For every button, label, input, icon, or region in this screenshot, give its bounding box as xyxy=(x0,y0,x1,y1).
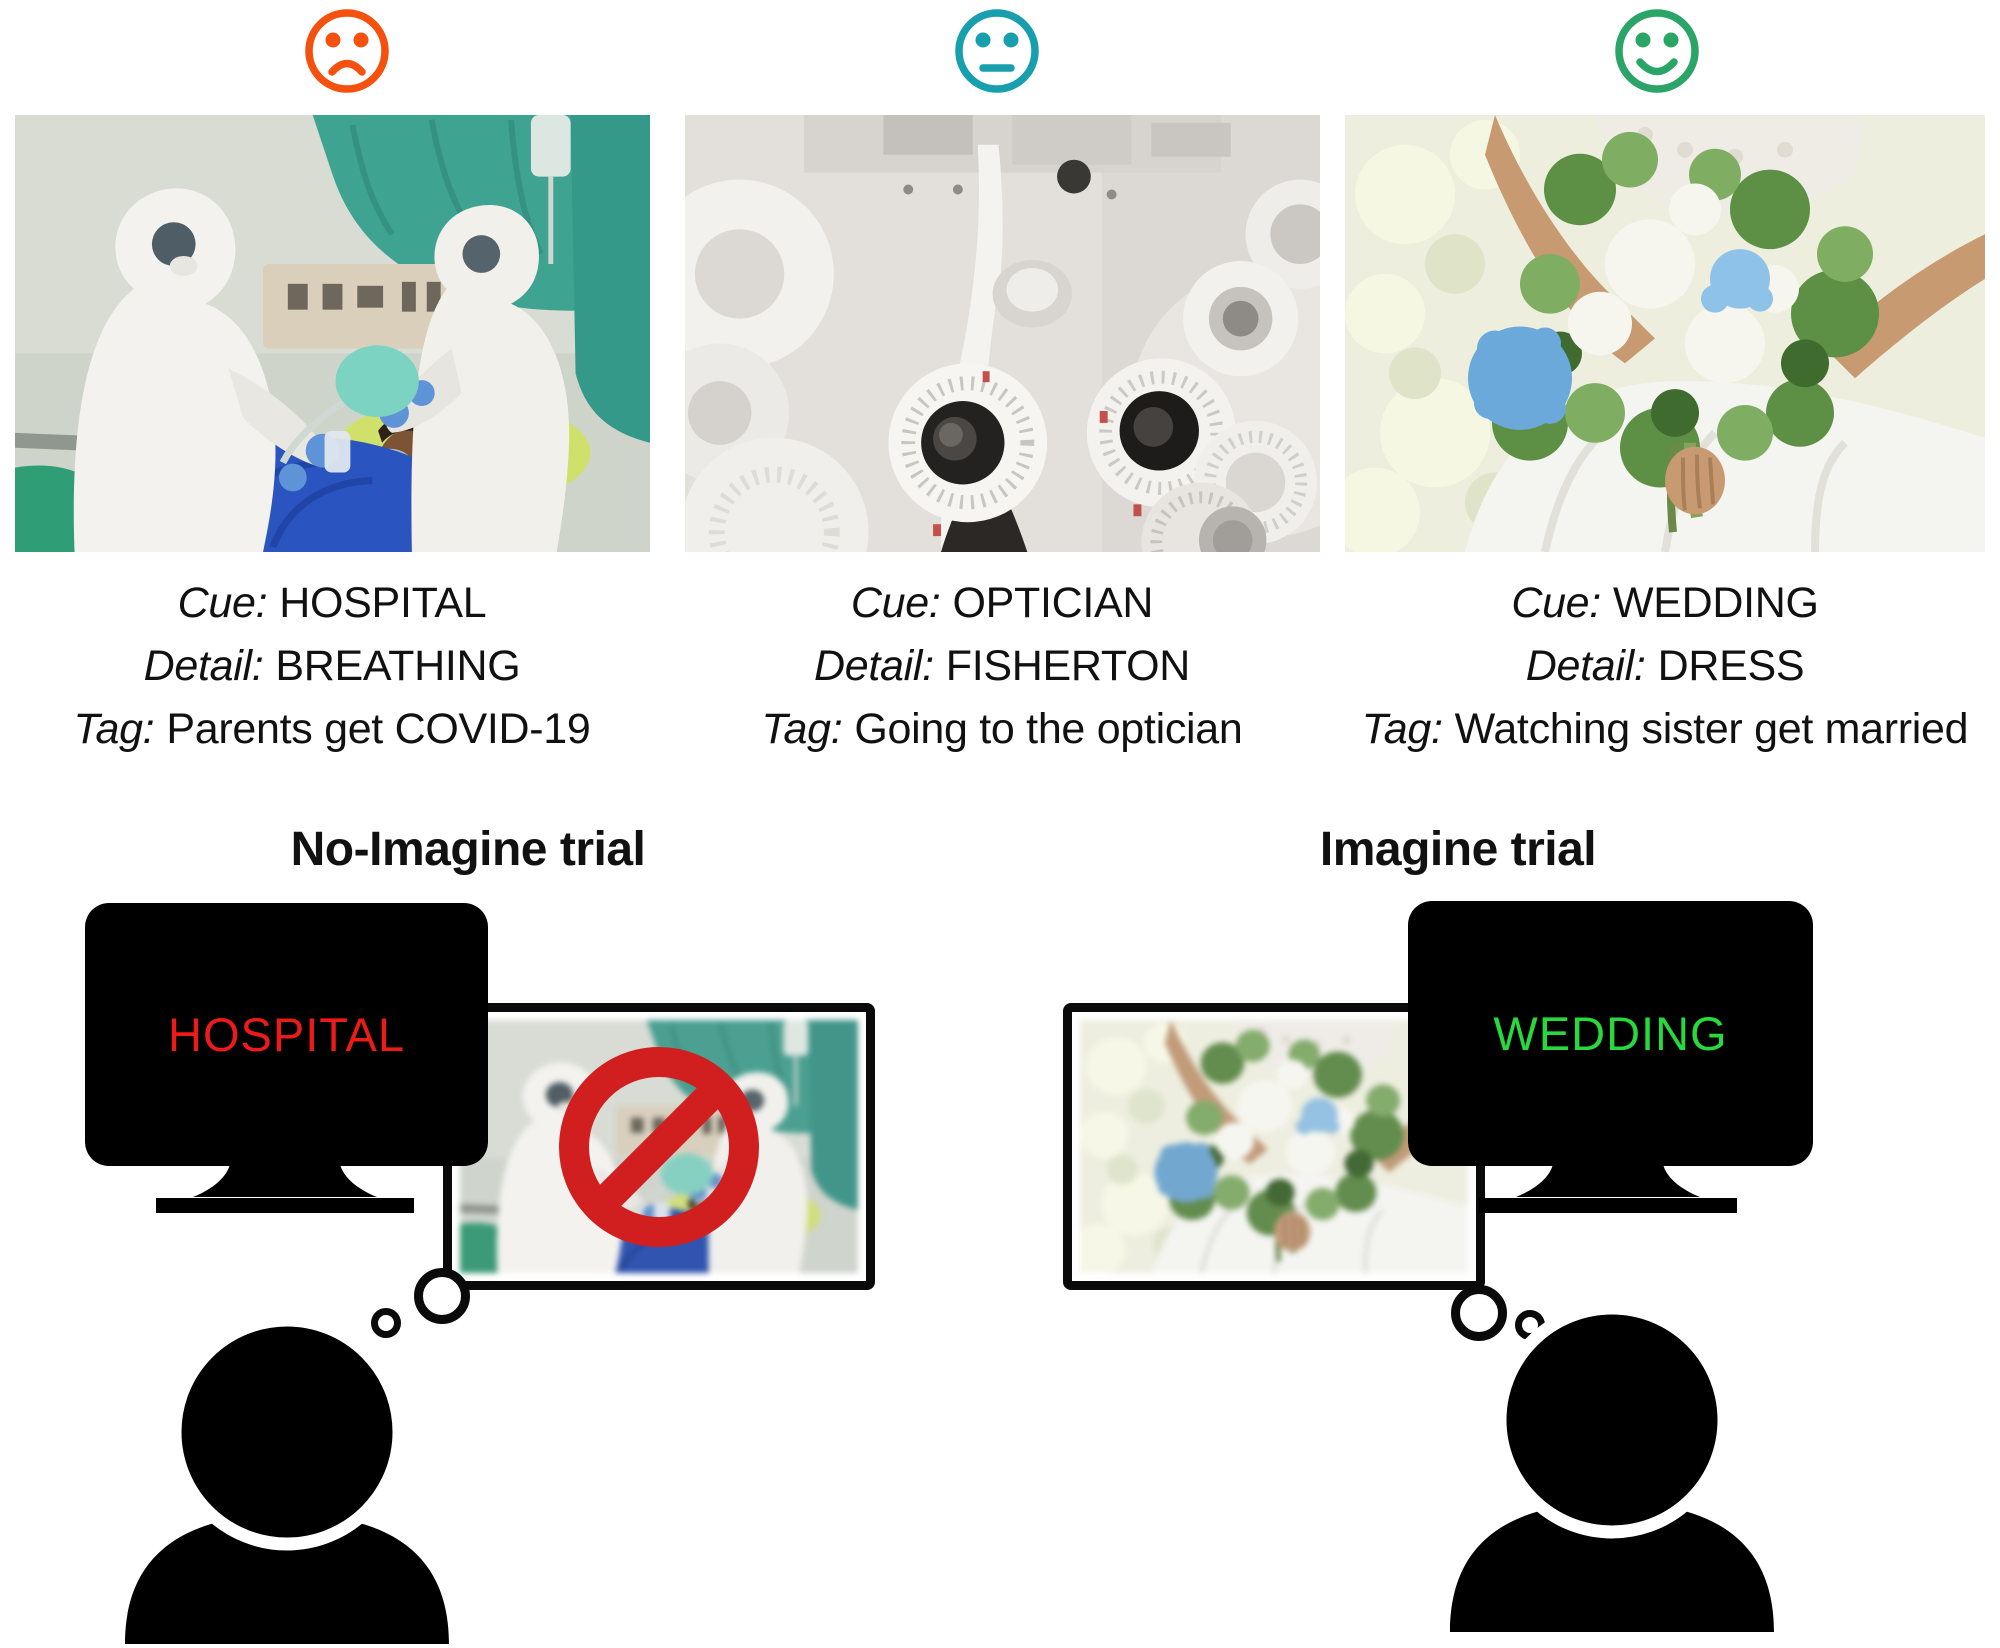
neutral-face-icon xyxy=(955,9,1039,93)
detail-line: Detail:FISHERTON xyxy=(652,635,1352,698)
no-imagine-thought-bubble xyxy=(443,1003,875,1290)
tag-line: Tag:Watching sister get married xyxy=(1315,698,2000,761)
wedding-caption: Cue:WEDDING Detail:DRESS Tag:Watching si… xyxy=(1315,572,2000,761)
detail-label: Detail: xyxy=(143,642,264,690)
cue-label: Cue: xyxy=(177,579,268,627)
hospital-caption: Cue:HOSPITAL Detail:BREATHING Tag:Parent… xyxy=(0,572,682,761)
no-imagine-trial-title: No-Imagine trial xyxy=(290,823,646,876)
detail-value: FISHERTON xyxy=(945,642,1191,690)
participant-silhouette xyxy=(125,1313,449,1644)
cue-line: Cue:WEDDING xyxy=(1315,572,2000,635)
optician-photo xyxy=(685,115,1320,552)
tag-value: Watching sister get married xyxy=(1454,705,1969,753)
participant-silhouette xyxy=(1450,1301,1774,1632)
cue-line: Cue:HOSPITAL xyxy=(0,572,682,635)
tag-label: Tag: xyxy=(1361,705,1443,753)
tag-value: Parents get COVID-19 xyxy=(166,705,591,753)
tag-line: Tag:Going to the optician xyxy=(652,698,1352,761)
thought-tail-bubble-large xyxy=(1451,1285,1507,1341)
detail-label: Detail: xyxy=(814,642,934,690)
thought-tail-bubble-large xyxy=(414,1268,470,1324)
tag-label: Tag: xyxy=(761,705,843,753)
detail-line: Detail:DRESS xyxy=(1315,635,2000,698)
imagine-trial-title: Imagine trial xyxy=(1319,823,1597,876)
cue-value: HOSPITAL xyxy=(279,579,487,627)
wedding-photo xyxy=(1345,115,1985,552)
prohibition-icon xyxy=(559,1046,759,1247)
no-imagine-monitor: HOSPITAL xyxy=(85,903,488,1166)
imagine-monitor: WEDDING xyxy=(1408,901,1813,1166)
monitor-stand xyxy=(1479,1164,1737,1213)
cue-label: Cue: xyxy=(850,579,941,627)
tag-label: Tag: xyxy=(73,705,155,753)
tag-value: Going to the optician xyxy=(854,705,1243,753)
detail-line: Detail:BREATHING xyxy=(0,635,682,698)
detail-label: Detail: xyxy=(1525,642,1646,690)
detail-value: BREATHING xyxy=(275,642,521,690)
happy-face-icon xyxy=(1615,9,1699,93)
cue-word-hospital: HOSPITAL xyxy=(168,1008,405,1061)
detail-value: DRESS xyxy=(1657,642,1805,690)
thought-tail-bubble-small xyxy=(371,1308,401,1338)
sad-face-icon xyxy=(305,9,389,93)
cue-line: Cue:OPTICIAN xyxy=(652,572,1352,635)
cue-label: Cue: xyxy=(1511,579,1601,627)
tag-line: Tag:Parents get COVID-19 xyxy=(0,698,682,761)
optician-caption: Cue:OPTICIAN Detail:FISHERTON Tag:Going … xyxy=(652,572,1352,761)
cue-value: WEDDING xyxy=(1612,579,1819,627)
cue-value: OPTICIAN xyxy=(952,579,1154,627)
monitor-stand xyxy=(156,1164,414,1213)
cue-word-wedding: WEDDING xyxy=(1493,1007,1728,1060)
hospital-photo xyxy=(15,115,650,552)
